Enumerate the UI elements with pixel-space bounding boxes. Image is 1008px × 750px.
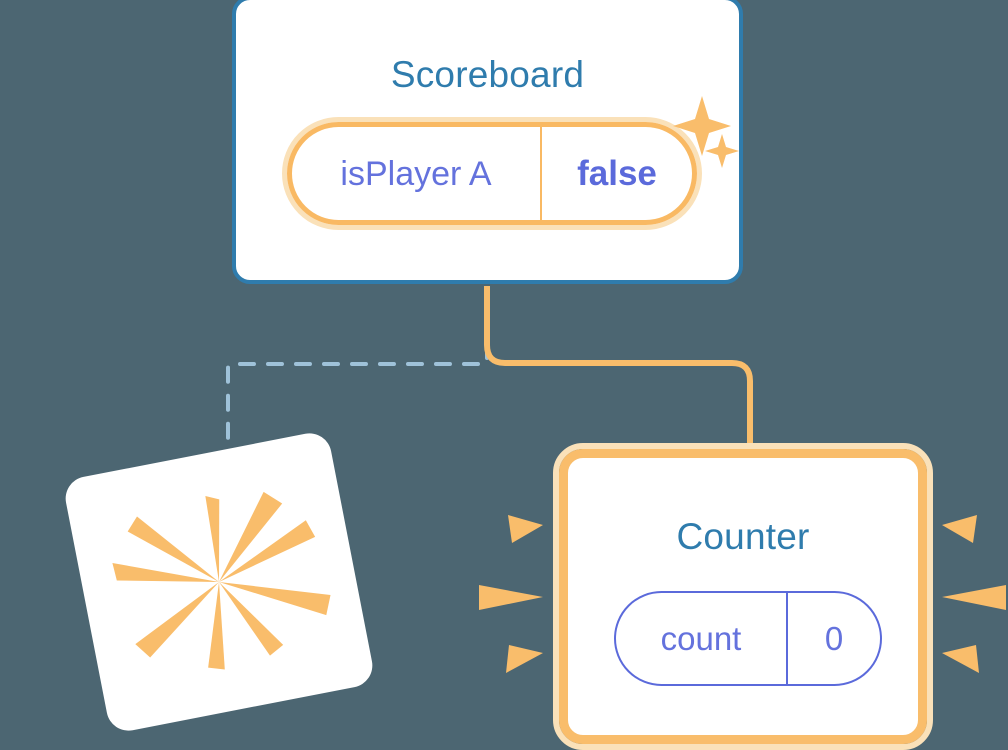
scoreboard-pill-key: isPlayer A <box>292 127 542 220</box>
solid-connector-scoreboard-to-counter <box>484 286 753 455</box>
counter-card[interactable]: Counter count 0 <box>553 443 933 750</box>
counter-card-title: Counter <box>676 516 810 557</box>
counter-pill-value: 0 <box>824 620 844 657</box>
counter-card-surface: Counter count 0 <box>559 449 927 744</box>
scoreboard-state-pill[interactable]: isPlayer A false <box>282 117 702 230</box>
counter-state-pill[interactable]: count 0 <box>614 591 882 686</box>
scoreboard-pill-body[interactable]: isPlayer A false <box>287 122 697 225</box>
scoreboard-pill-value: false <box>577 154 657 193</box>
scoreboard-card-title: Scoreboard <box>390 54 585 95</box>
tilted-blank-card[interactable] <box>61 429 377 735</box>
scoreboard-pill-glow-halo <box>282 117 702 230</box>
scoreboard-card[interactable]: Scoreboard isPlayer A false <box>232 0 743 284</box>
burst-effect-icon <box>112 491 331 670</box>
dashed-connector-scoreboard-to-tilted-card <box>226 286 489 482</box>
counter-pill-key: count <box>616 593 788 684</box>
